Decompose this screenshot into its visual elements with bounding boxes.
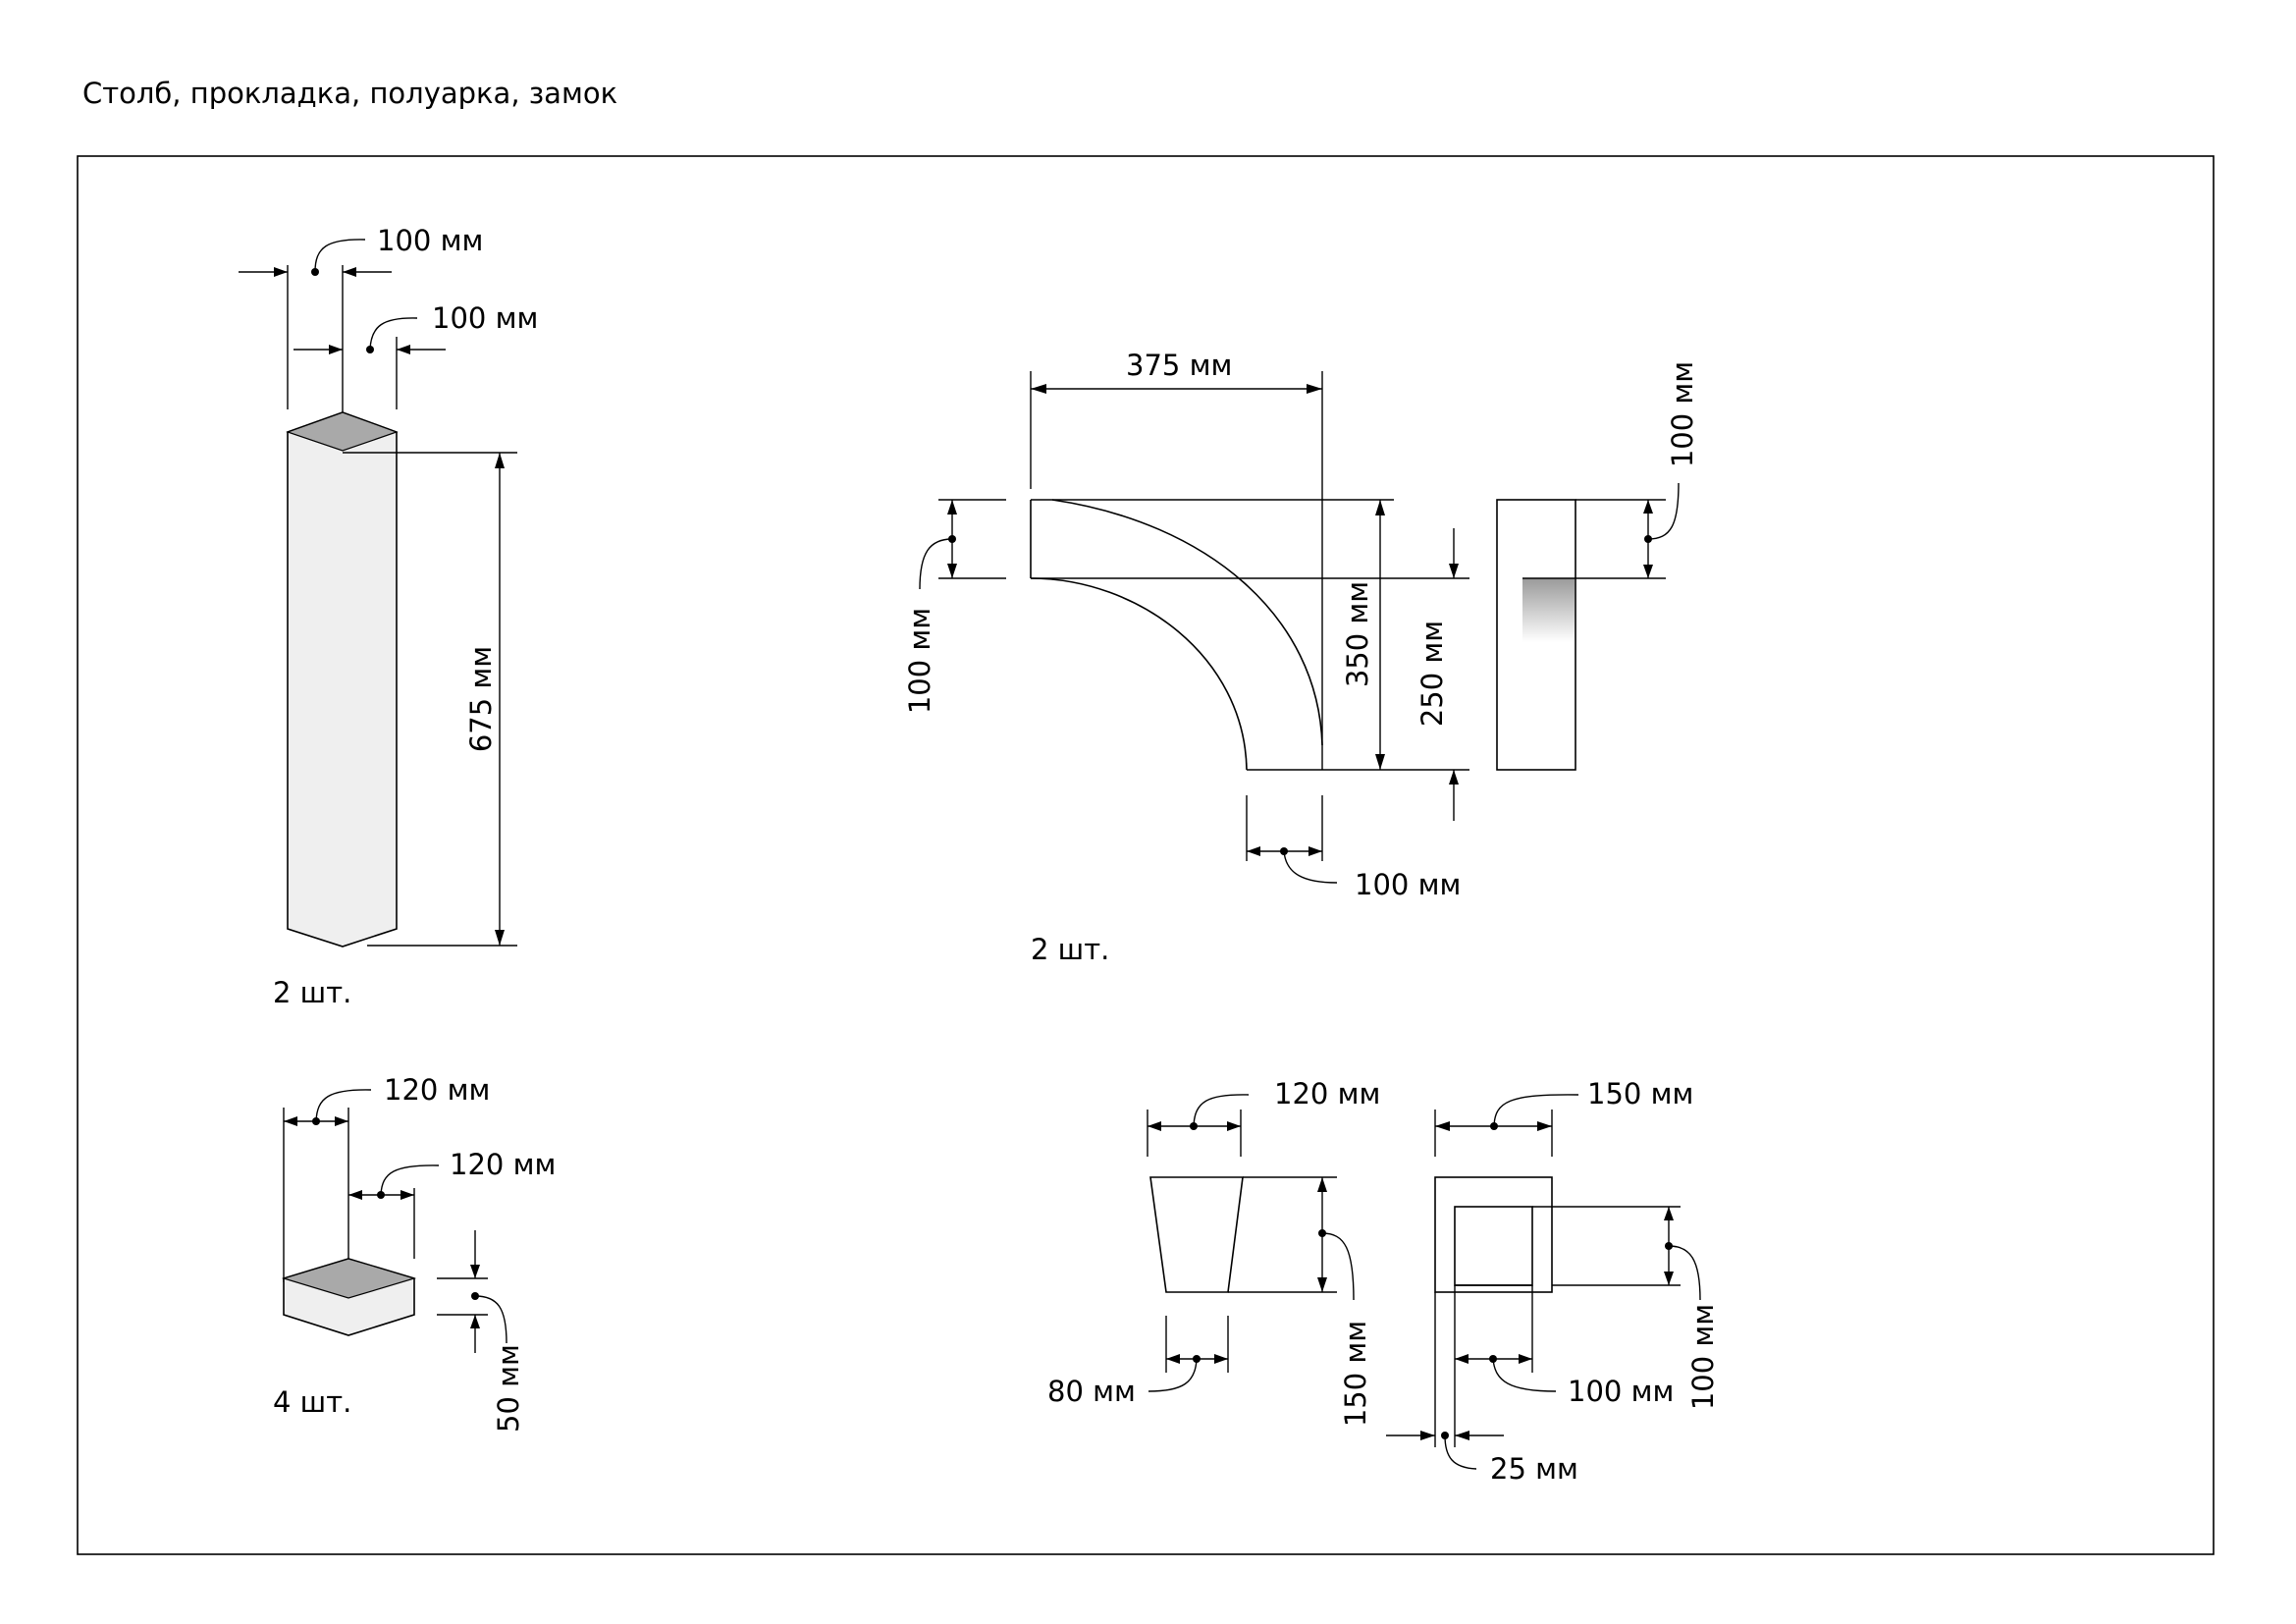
spacer-width-a-label: 120 мм [384,1073,490,1107]
half-arch-quantity-label: 2 шт. [1031,933,1109,966]
half-arch-top-thickness-label: 100 мм [903,608,936,714]
spacer-height-label: 50 мм [492,1344,525,1433]
spacer-width-b-label: 120 мм [450,1148,556,1181]
spacer-part [281,1089,507,1353]
column-height-label: 675 мм [464,646,498,752]
half-arch-lower-height-label: 250 мм [1415,621,1449,727]
keystone-side-width-label: 150 мм [1587,1077,1693,1110]
column-width-a-label: 100 мм [377,224,483,257]
keystone-side-inner-label: 100 мм [1568,1375,1674,1408]
column-part [239,239,517,947]
keystone-height-label: 150 мм [1339,1321,1372,1427]
half-arch-part [919,371,1680,884]
half-arch-total-height-label: 350 мм [1341,581,1374,687]
keystone-side-height-label: 100 мм [1686,1304,1720,1410]
half-arch-side-thickness-label: 100 мм [1666,361,1699,467]
spacer-quantity-label: 4 шт. [273,1385,351,1419]
column-quantity-label: 2 шт. [273,976,351,1009]
keystone-part [1147,1094,1701,1470]
keystone-side-offset-label: 25 мм [1490,1452,1578,1486]
keystone-bottom-width-label: 80 мм [1047,1375,1136,1408]
keystone-top-width-label: 120 мм [1274,1077,1380,1110]
drawing-frame [77,155,2215,1555]
page-title: Столб, прокладка, полуарка, замок [82,77,618,110]
half-arch-bottom-width-label: 100 мм [1355,868,1461,901]
half-arch-span-label: 375 мм [1126,349,1232,382]
column-width-b-label: 100 мм [432,301,538,335]
